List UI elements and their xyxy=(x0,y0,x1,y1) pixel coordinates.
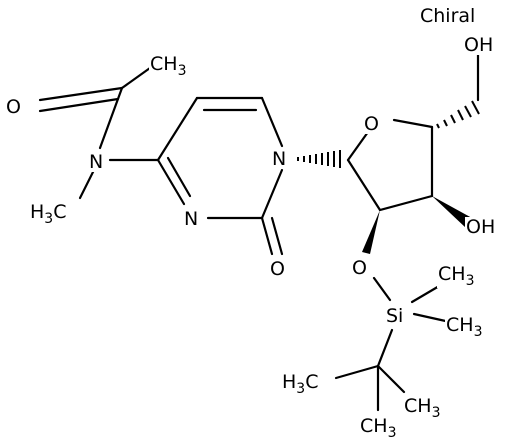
atom-h3c-nmethyl: H3C xyxy=(30,201,67,227)
atom-ch3-tbu-right: CH3 xyxy=(404,395,441,421)
bond-n1-c2 xyxy=(260,168,284,220)
atom-labels: Chiral CH3 O N H3C N O N O OH OH O Si CH… xyxy=(5,5,497,439)
atom-o-ring: O xyxy=(364,113,379,135)
bond-n3-c4-a xyxy=(156,158,186,206)
atom-n3-pyrimidine: N xyxy=(184,208,198,230)
bond-si-ctbu xyxy=(376,328,394,368)
bond-c2-o-a xyxy=(260,216,274,256)
bond-n3-c4-b xyxy=(166,156,192,198)
bond-acetyl-c-o-double-b xyxy=(38,97,120,113)
bond-n-ch3 xyxy=(78,168,96,200)
bond-c4-c5 xyxy=(156,96,199,162)
bond-c2prime-o-wedge xyxy=(362,210,380,254)
atom-si: Si xyxy=(386,305,403,327)
bond-ctbu-ch3-left xyxy=(334,364,380,380)
bond-c2-o-b xyxy=(270,216,284,256)
atom-o2-pyrimidine: O xyxy=(270,258,285,280)
bond-c1prime-o xyxy=(346,130,370,162)
atom-o-silyl: O xyxy=(352,257,367,279)
bond-c6-n1 xyxy=(260,96,284,148)
bond-acetyl-c-n xyxy=(98,86,124,150)
atom-h3c-tbu-left: H3C xyxy=(282,371,319,397)
stereo-flag-label: Chiral xyxy=(420,5,475,27)
atom-n-amide: N xyxy=(89,151,103,173)
atom-ch3-tbu-bottom: CH3 xyxy=(360,415,397,439)
bond-c2prime-c1prime xyxy=(346,158,382,212)
bond-acetyl-c-ch3 xyxy=(120,66,152,90)
bond-o-si xyxy=(372,276,392,302)
bonds xyxy=(38,52,480,412)
atom-ch3-si-lower: CH3 xyxy=(446,314,483,340)
atom-o-carbonyl: O xyxy=(6,96,21,118)
bond-n1-c1prime-hashed xyxy=(297,150,341,168)
bond-c3prime-oh-wedge xyxy=(432,196,472,228)
atom-n1-pyrimidine: N xyxy=(272,148,286,170)
atom-ch3-si-upper: CH3 xyxy=(438,263,475,289)
atom-oh-5prime: OH xyxy=(464,34,493,56)
bond-acetyl-c-o-double-a xyxy=(38,86,124,102)
atom-ch3-acetyl: CH3 xyxy=(150,53,187,79)
bond-si-ch3-lower xyxy=(412,312,452,324)
bond-c3prime-c2prime xyxy=(378,194,434,212)
atom-oh-3prime: OH xyxy=(466,216,495,238)
bond-o-c4prime xyxy=(392,118,434,129)
bond-ctbu-ch3-right xyxy=(376,364,406,394)
bond-c4prime-c5prime-hashed xyxy=(436,100,480,129)
